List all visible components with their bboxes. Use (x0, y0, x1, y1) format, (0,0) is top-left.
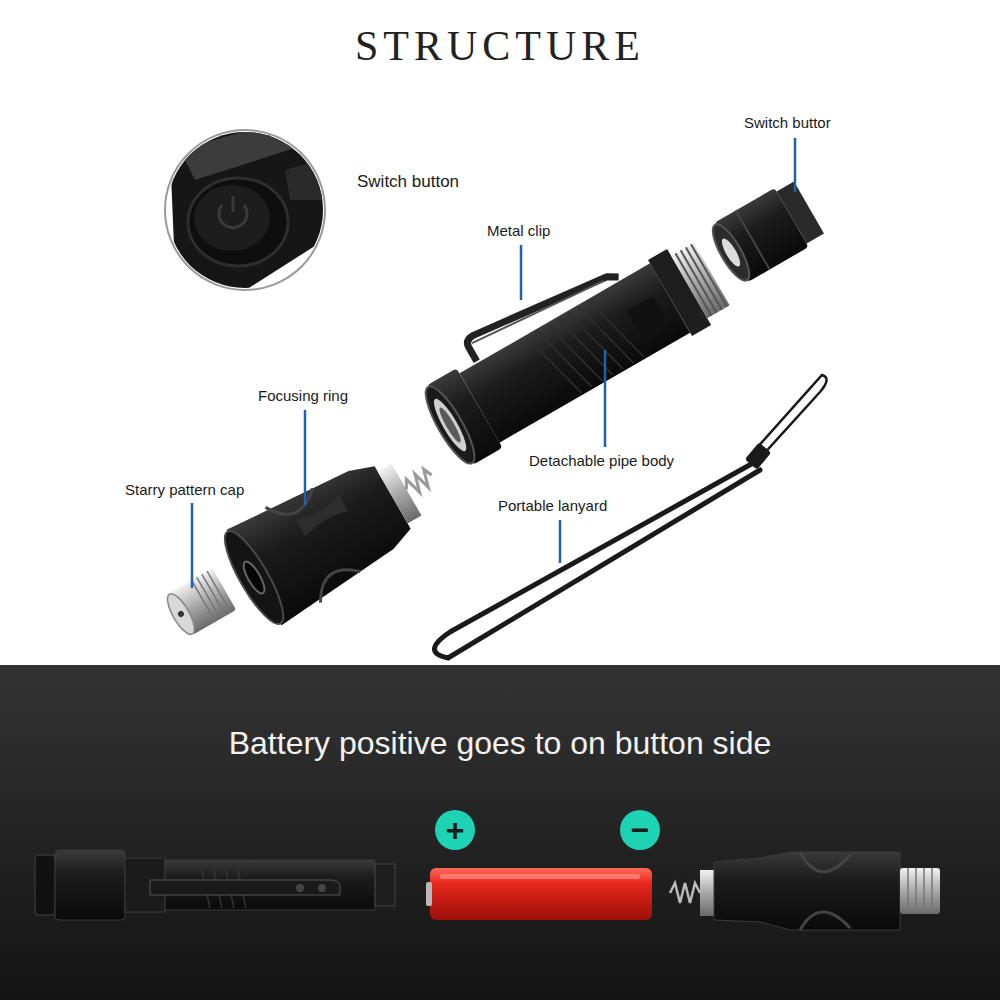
polarity-sign: − (620, 810, 660, 850)
part-label: Switch button (357, 172, 459, 192)
lanyard (434, 375, 826, 658)
pipe-body (407, 217, 735, 471)
part-label: Focusing ring (258, 387, 348, 404)
instruction-text: Battery positive goes to on button side (0, 725, 1000, 762)
starry-cap (162, 568, 236, 639)
tail-cap (705, 178, 826, 287)
flashlight-head (670, 852, 940, 930)
part-label: Detachable pipe body (529, 452, 674, 469)
part-label: Metal clip (487, 222, 550, 239)
part-label: Portable lanyard (498, 497, 607, 514)
page-title: STRUCTURE (0, 22, 1000, 70)
polarity-sign: + (435, 810, 475, 850)
part-label: Switch buttor (744, 114, 831, 131)
dark-band (0, 665, 1000, 1000)
head-piece (214, 427, 459, 632)
battery (426, 810, 660, 920)
leader-lines (192, 138, 795, 588)
flashlight-body (35, 850, 395, 920)
part-label: Starry pattern cap (125, 481, 244, 498)
switch-inset (165, 110, 340, 300)
